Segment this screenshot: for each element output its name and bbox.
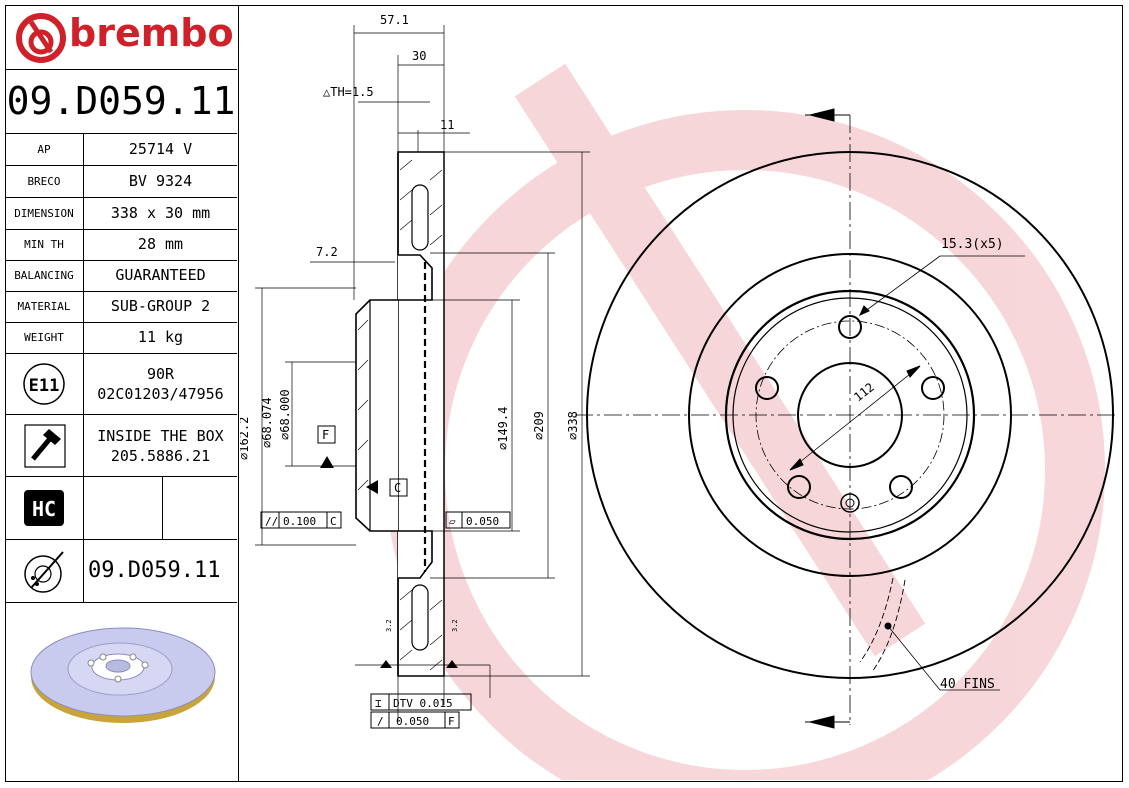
datum-c: C: [394, 481, 401, 495]
hc-label: HC: [32, 497, 56, 521]
technical-drawing: 15.3(x5) 112 40 FINS: [240, 13, 1118, 780]
screw-icon: [5, 415, 84, 476]
box-label: INSIDE THE BOX: [97, 426, 224, 445]
svg-text:⌶: ⌶: [375, 697, 382, 710]
approval-number: 02C01203/47956: [97, 385, 224, 403]
brand-header: brembo: [5, 5, 237, 70]
info-panel: brembo 09.D059.11 AP 25714 V BRECO BV 9324…: [5, 5, 239, 782]
dim-dia-149: ∅149.4: [496, 407, 510, 450]
bottom-part-number: 09.D059.11: [88, 558, 221, 583]
roughness-1: 3.2: [385, 619, 393, 632]
spec-row-balancing: BALANCING GUARANTEED: [5, 260, 237, 292]
locating-hole: [840, 493, 860, 513]
hole-dim-label: 15.3(x5): [941, 237, 1004, 252]
dim-dia-338: ∅338: [566, 411, 580, 440]
hat-circle: [724, 289, 976, 541]
e11-icon: E11: [5, 354, 84, 414]
disc-type-icon: [5, 540, 84, 602]
spec-key: WEIGHT: [5, 322, 84, 353]
dim-dia-68-074: ∅68.074: [260, 397, 274, 448]
dim-57-1: 57.1: [380, 13, 409, 27]
outer-diameter-circle: [586, 151, 1114, 679]
fins-label: 40 FINS: [940, 677, 995, 692]
box-part: 205.5886.21: [110, 446, 211, 465]
dim-th: △TH=1.5: [323, 85, 374, 99]
tol-dtv: DTV 0.015: [393, 697, 453, 710]
dim-7-2: 7.2: [316, 245, 338, 259]
svg-text://: //: [265, 515, 278, 528]
tol-parallel-ref: C: [330, 515, 337, 528]
disc-render-image: [30, 627, 216, 723]
dim-dia-162: ∅162.2: [240, 417, 251, 460]
approval-code: 90R: [146, 365, 175, 383]
centre-bore: [797, 362, 903, 468]
hc-icon: HC: [5, 477, 84, 539]
spec-row-dimension: DIMENSION 338 x 30 mm: [5, 198, 237, 230]
spec-row-weight: WEIGHT 11 kg: [5, 322, 237, 354]
spec-key: BRECO: [5, 166, 84, 197]
approval-block: E11 90R 02C01203/47956: [5, 354, 237, 415]
spec-value: BV 9324: [128, 172, 193, 190]
spec-value: GUARANTEED: [115, 266, 206, 284]
drawing-frame: [5, 5, 1123, 782]
roughness-2: 3.2: [451, 619, 459, 632]
dim-11: 11: [440, 118, 454, 132]
disc-type-block: 09.D059.11: [5, 540, 237, 603]
brembo-logo-icon: [16, 13, 66, 63]
spec-row-material: MATERIAL SUB-GROUP 2: [5, 291, 237, 323]
dim-dia-68-000: ∅68.000: [278, 389, 292, 440]
spec-value: SUB-GROUP 2: [110, 297, 211, 315]
approval-mark: E11: [29, 376, 60, 396]
spec-row-ap: AP 25714 V: [5, 134, 237, 166]
section-view: [255, 25, 590, 729]
spec-row-breco: BRECO BV 9324: [5, 166, 237, 198]
spec-value: 11 kg: [137, 328, 184, 346]
datum-f: F: [322, 428, 329, 442]
spec-value: 28 mm: [137, 235, 184, 253]
braking-inner-circle: [688, 253, 1012, 577]
svg-text:/: /: [377, 715, 384, 728]
front-view: [575, 108, 1118, 729]
spec-key: AP: [5, 134, 84, 165]
dim-dia-209: ∅209: [532, 411, 546, 440]
tol-runout-ref: F: [448, 715, 455, 728]
dim-30: 30: [412, 49, 426, 63]
spec-value: 25714 V: [128, 140, 193, 158]
spec-key: DIMENSION: [5, 198, 84, 229]
pcd-label: 112: [851, 380, 877, 404]
brand-name: brembo: [69, 11, 234, 55]
spec-key: MIN TH: [5, 229, 84, 260]
spec-key: MATERIAL: [5, 291, 84, 322]
tol-runout: 0.050: [396, 715, 429, 728]
spec-row-min-th: MIN TH 28 mm: [5, 229, 237, 261]
part-number: 09.D059.11: [5, 69, 237, 134]
bolt-holes: [755, 315, 945, 499]
spec-value: 338 x 30 mm: [110, 204, 211, 222]
tol-flatness: 0.050: [466, 515, 499, 528]
svg-text:▱: ▱: [449, 515, 456, 528]
spec-key: BALANCING: [5, 260, 84, 291]
hc-block: HC: [5, 477, 237, 540]
tol-parallel: 0.100: [283, 515, 316, 528]
